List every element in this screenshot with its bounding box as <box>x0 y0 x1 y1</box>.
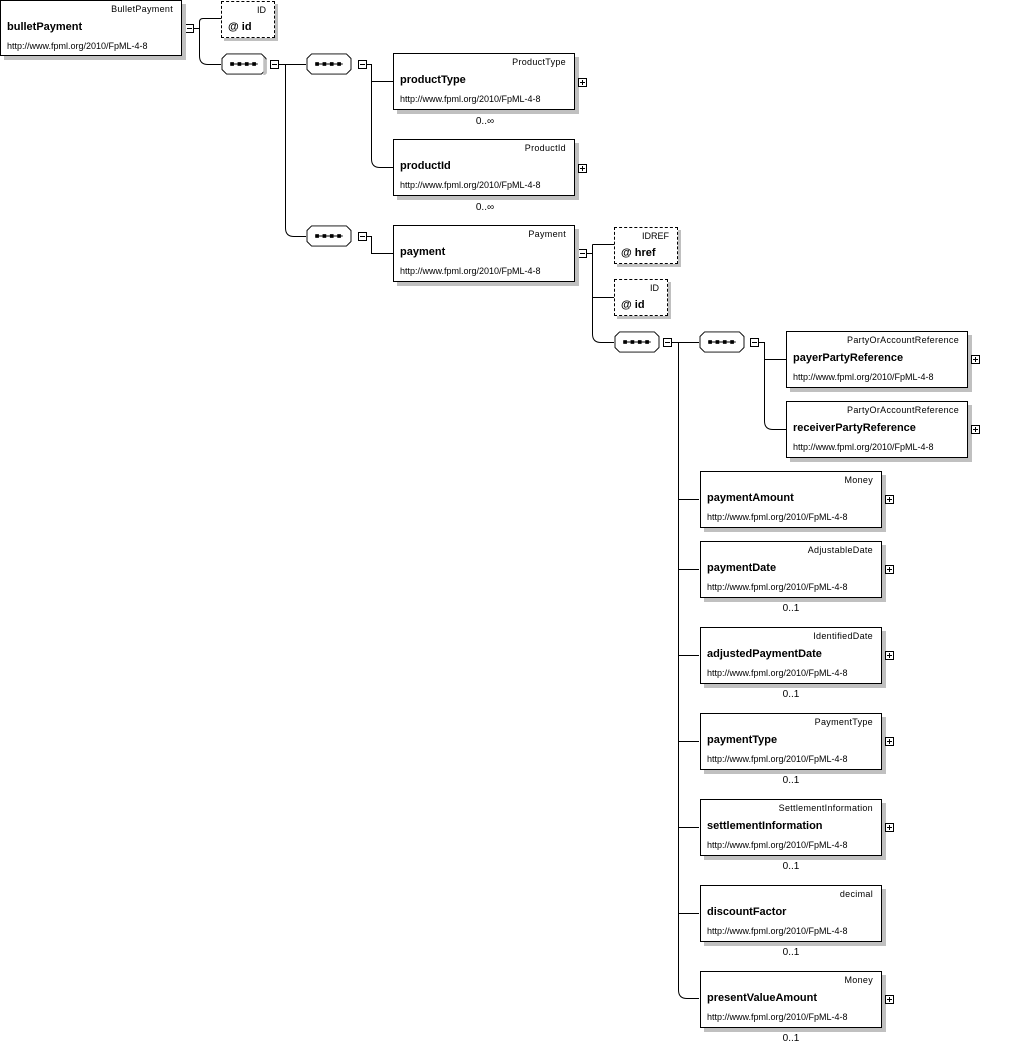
element-productType[interactable]: ProductType productType http://www.fpml.… <box>393 53 575 110</box>
element-payerPartyReference[interactable]: PartyOrAccountReference payerPartyRefere… <box>786 331 968 388</box>
sequence-compositor-icon <box>306 225 352 247</box>
element-paymentType[interactable]: PaymentType paymentType http://www.fpml.… <box>700 713 882 770</box>
element-presentValueAmount[interactable]: Money presentValueAmount http://www.fpml… <box>700 971 882 1028</box>
expand-toggle-icon[interactable] <box>885 737 894 746</box>
expand-toggle-icon[interactable] <box>885 495 894 504</box>
element-settlementInformation[interactable]: SettlementInformation settlementInformat… <box>700 799 882 856</box>
collapse-toggle-icon[interactable] <box>578 249 587 258</box>
element-name: paymentType <box>707 734 778 746</box>
element-type: PartyOrAccountReference <box>847 335 959 345</box>
element-type: Money <box>844 975 873 985</box>
cardinality: 0..∞ <box>475 202 495 213</box>
element-namespace: http://www.fpml.org/2010/FpML-4-8 <box>7 41 148 51</box>
element-type: BulletPayment <box>111 4 173 14</box>
element-type: PartyOrAccountReference <box>847 405 959 415</box>
attribute-id[interactable]: ID @ id <box>221 1 275 38</box>
element-adjustedPaymentDate[interactable]: IdentifiedDate adjustedPaymentDate http:… <box>700 627 882 684</box>
expand-toggle-icon[interactable] <box>971 355 980 364</box>
collapse-toggle-icon[interactable] <box>358 232 367 241</box>
element-type: Payment <box>528 229 566 239</box>
attribute-id[interactable]: ID @ id <box>614 279 668 316</box>
attribute-type: ID <box>257 5 266 15</box>
element-paymentAmount[interactable]: Money paymentAmount http://www.fpml.org/… <box>700 471 882 528</box>
element-type: ProductId <box>524 143 566 153</box>
element-type: AdjustableDate <box>807 545 873 555</box>
collapse-toggle-icon[interactable] <box>750 338 759 347</box>
expand-toggle-icon[interactable] <box>971 425 980 434</box>
cardinality: 0..1 <box>782 775 800 786</box>
expand-toggle-icon[interactable] <box>885 651 894 660</box>
element-type: decimal <box>839 889 873 899</box>
element-paymentDate[interactable]: AdjustableDate paymentDate http://www.fp… <box>700 541 882 598</box>
expand-toggle-icon[interactable] <box>885 565 894 574</box>
element-namespace: http://www.fpml.org/2010/FpML-4-8 <box>400 180 541 190</box>
element-payment[interactable]: Payment payment http://www.fpml.org/2010… <box>393 225 575 282</box>
element-namespace: http://www.fpml.org/2010/FpML-4-8 <box>707 668 848 678</box>
element-name: receiverPartyReference <box>793 422 916 434</box>
cardinality: 0..1 <box>782 689 800 700</box>
element-name: bulletPayment <box>7 21 83 33</box>
attribute-name: @ id <box>621 299 645 311</box>
sequence-compositor-icon <box>306 53 352 75</box>
element-name: paymentDate <box>707 562 777 574</box>
sequence-compositor-icon <box>221 53 267 75</box>
cardinality: 0..1 <box>782 947 800 958</box>
element-name: discountFactor <box>707 906 787 918</box>
cardinality: 0..∞ <box>475 116 495 127</box>
element-namespace: http://www.fpml.org/2010/FpML-4-8 <box>707 512 848 522</box>
element-type: PaymentType <box>814 717 873 727</box>
attribute-type: IDREF <box>642 231 669 241</box>
cardinality: 0..1 <box>782 1033 800 1044</box>
element-name: settlementInformation <box>707 820 823 832</box>
sequence-compositor-icon <box>614 331 660 353</box>
element-type: SettlementInformation <box>778 803 873 813</box>
collapse-toggle-icon[interactable] <box>358 60 367 69</box>
element-namespace: http://www.fpml.org/2010/FpML-4-8 <box>707 582 848 592</box>
element-type: ProductType <box>512 57 566 67</box>
attribute-name: @ href <box>621 247 656 259</box>
element-namespace: http://www.fpml.org/2010/FpML-4-8 <box>400 266 541 276</box>
element-name: productId <box>400 160 451 172</box>
element-namespace: http://www.fpml.org/2010/FpML-4-8 <box>707 1012 848 1022</box>
expand-toggle-icon[interactable] <box>885 995 894 1004</box>
collapse-toggle-icon[interactable] <box>663 338 672 347</box>
element-type: Money <box>844 475 873 485</box>
sequence-compositor-icon <box>699 331 745 353</box>
element-namespace: http://www.fpml.org/2010/FpML-4-8 <box>400 94 541 104</box>
element-bulletPayment[interactable]: BulletPayment bulletPayment http://www.f… <box>0 0 182 56</box>
element-discountFactor[interactable]: decimal discountFactor http://www.fpml.o… <box>700 885 882 942</box>
attribute-href[interactable]: IDREF @ href <box>614 227 678 264</box>
attribute-type: ID <box>650 283 659 293</box>
expand-toggle-icon[interactable] <box>885 823 894 832</box>
element-name: payment <box>400 246 446 258</box>
element-name: presentValueAmount <box>707 992 818 1004</box>
element-productId[interactable]: ProductId productId http://www.fpml.org/… <box>393 139 575 196</box>
element-namespace: http://www.fpml.org/2010/FpML-4-8 <box>707 840 848 850</box>
element-type: IdentifiedDate <box>813 631 873 641</box>
element-namespace: http://www.fpml.org/2010/FpML-4-8 <box>793 372 934 382</box>
element-namespace: http://www.fpml.org/2010/FpML-4-8 <box>707 754 848 764</box>
element-receiverPartyReference[interactable]: PartyOrAccountReference receiverPartyRef… <box>786 401 968 458</box>
element-name: adjustedPaymentDate <box>707 648 822 660</box>
expand-toggle-icon[interactable] <box>578 78 587 87</box>
expand-toggle-icon[interactable] <box>578 164 587 173</box>
cardinality: 0..1 <box>782 603 800 614</box>
element-name: productType <box>400 74 466 86</box>
attribute-name: @ id <box>228 21 252 33</box>
cardinality: 0..1 <box>782 861 800 872</box>
collapse-toggle-icon[interactable] <box>185 24 194 33</box>
collapse-toggle-icon[interactable] <box>270 60 279 69</box>
element-namespace: http://www.fpml.org/2010/FpML-4-8 <box>793 442 934 452</box>
element-namespace: http://www.fpml.org/2010/FpML-4-8 <box>707 926 848 936</box>
element-name: payerPartyReference <box>793 352 904 364</box>
element-name: paymentAmount <box>707 492 794 504</box>
